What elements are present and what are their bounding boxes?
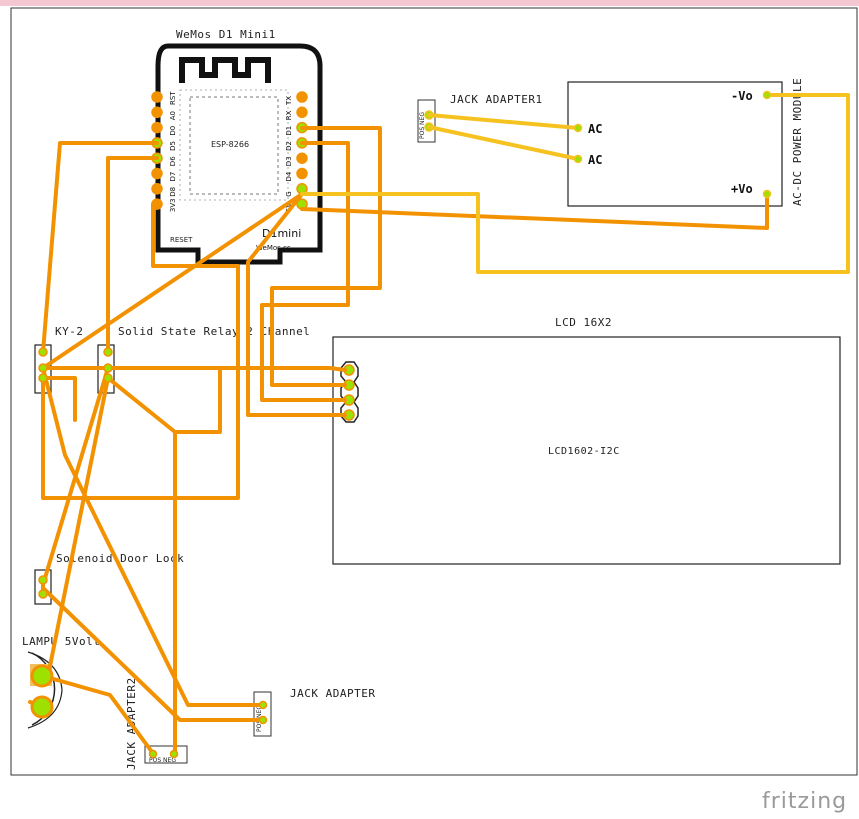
wire-relay-bus xyxy=(106,366,222,434)
pin-label: D7 xyxy=(169,172,177,182)
lamp-outline xyxy=(31,652,56,726)
esp-chip xyxy=(189,96,279,195)
wire-d1-lcd xyxy=(270,126,382,387)
wire-solenoid-jack xyxy=(41,586,265,722)
wire-d6-relay xyxy=(106,156,159,354)
pin-label: D5 xyxy=(169,141,177,151)
pin-rst[interactable]: RST xyxy=(151,91,177,105)
wire-g-ky2 xyxy=(41,192,304,370)
pin-d0[interactable]: D0 xyxy=(151,121,177,136)
pin-d7[interactable]: D7 xyxy=(151,167,177,182)
wire-jack1-ac1 xyxy=(427,113,580,130)
wire-gnd-lcd xyxy=(246,192,347,417)
pin-label: RST xyxy=(169,91,177,105)
ac-label-2: AC xyxy=(588,153,602,167)
power-module-label: AC-DC POWER MODULE xyxy=(791,78,804,206)
reset-label: RESET xyxy=(170,236,193,244)
pin-label: RX xyxy=(285,110,293,120)
pin-rx[interactable]: RX xyxy=(285,106,308,120)
jack-adapter-label: JACK ADAPTER xyxy=(290,687,375,700)
wire-lamp-jack2 xyxy=(41,674,154,754)
top-border-strip xyxy=(0,0,859,6)
pin-label: D8 xyxy=(169,187,177,197)
wire-ky2-gnd xyxy=(41,376,77,422)
pin-label: D3 xyxy=(285,156,293,166)
pin-label: D0 xyxy=(169,126,177,136)
pin-label: D6 xyxy=(169,156,177,166)
lcd-part-label: LCD1602-I2C xyxy=(548,446,620,457)
pin-a0[interactable]: A0 xyxy=(151,106,177,120)
antenna-icon xyxy=(179,57,271,83)
ac-label-1: AC xyxy=(588,122,602,136)
wire-relay-solenoid xyxy=(43,366,110,580)
wemos-title: WeMos D1 Mini1 xyxy=(176,28,276,41)
vo-pos-label: +Vo xyxy=(731,182,753,196)
jack1-pos-neg: POS NEG xyxy=(419,112,426,139)
pin-label: D4 xyxy=(285,171,293,181)
pin-label: D1 xyxy=(285,126,293,136)
wire-d2-lcd xyxy=(260,141,350,402)
ky2-label: KY-2 xyxy=(55,325,84,338)
wire-relay-lcd xyxy=(106,366,347,372)
wire-vo-pos-5v xyxy=(300,192,769,230)
solenoid-label: Solenoid Door Lock xyxy=(56,552,184,565)
pin-tx[interactable]: TX xyxy=(285,91,308,106)
lamp-label: LAMPU 5Volt xyxy=(22,635,100,648)
chip-label: ESP-8266 xyxy=(211,140,249,149)
pin-d3[interactable]: D3 xyxy=(285,152,308,166)
pin-label: 3V3 xyxy=(169,198,177,212)
wire-endpoints xyxy=(30,90,772,759)
lcd-title: LCD 16X2 xyxy=(555,316,612,329)
relay-label: Solid State Relay 2 Channel xyxy=(118,325,310,338)
chip-shield xyxy=(179,89,289,201)
fritzing-watermark: fritzing xyxy=(762,789,847,814)
wire-relay-lamp xyxy=(46,376,110,678)
yellow-wire-traces xyxy=(300,93,850,274)
jack-adapter1-label: JACK ADAPTER1 xyxy=(450,93,543,106)
lamp-arc xyxy=(27,651,63,729)
wire-3v3-loop xyxy=(41,202,240,500)
wire-ky2-jack xyxy=(41,366,265,707)
wire-vo-neg-gnd xyxy=(300,93,850,274)
pin-d8[interactable]: D8 xyxy=(151,183,177,197)
lcd-i2c-header[interactable] xyxy=(340,361,359,423)
pin-label: TX xyxy=(285,96,293,106)
power-module-body[interactable] xyxy=(567,81,783,207)
wire-traces xyxy=(28,126,769,754)
jack2-pos-neg: POS NEG xyxy=(149,757,176,764)
wire-d5-ky2 xyxy=(41,141,159,354)
pin-label: D2 xyxy=(285,141,293,151)
site-label: WeMos.cc xyxy=(256,244,291,252)
pin-d4[interactable]: D4 xyxy=(285,167,308,182)
board-outline xyxy=(10,7,858,776)
vo-neg-label: -Vo xyxy=(731,89,753,103)
wemos-board[interactable]: ESP-8266 RESET D1mini WeMos.cc RSTA0D0D5… xyxy=(151,43,323,265)
lcd-body[interactable] xyxy=(332,336,841,565)
pin-label: A0 xyxy=(169,111,177,120)
pin-label: G xyxy=(285,191,293,196)
wire-jack1-ac2 xyxy=(427,125,580,161)
jack-adapter1-body[interactable] xyxy=(417,99,436,143)
